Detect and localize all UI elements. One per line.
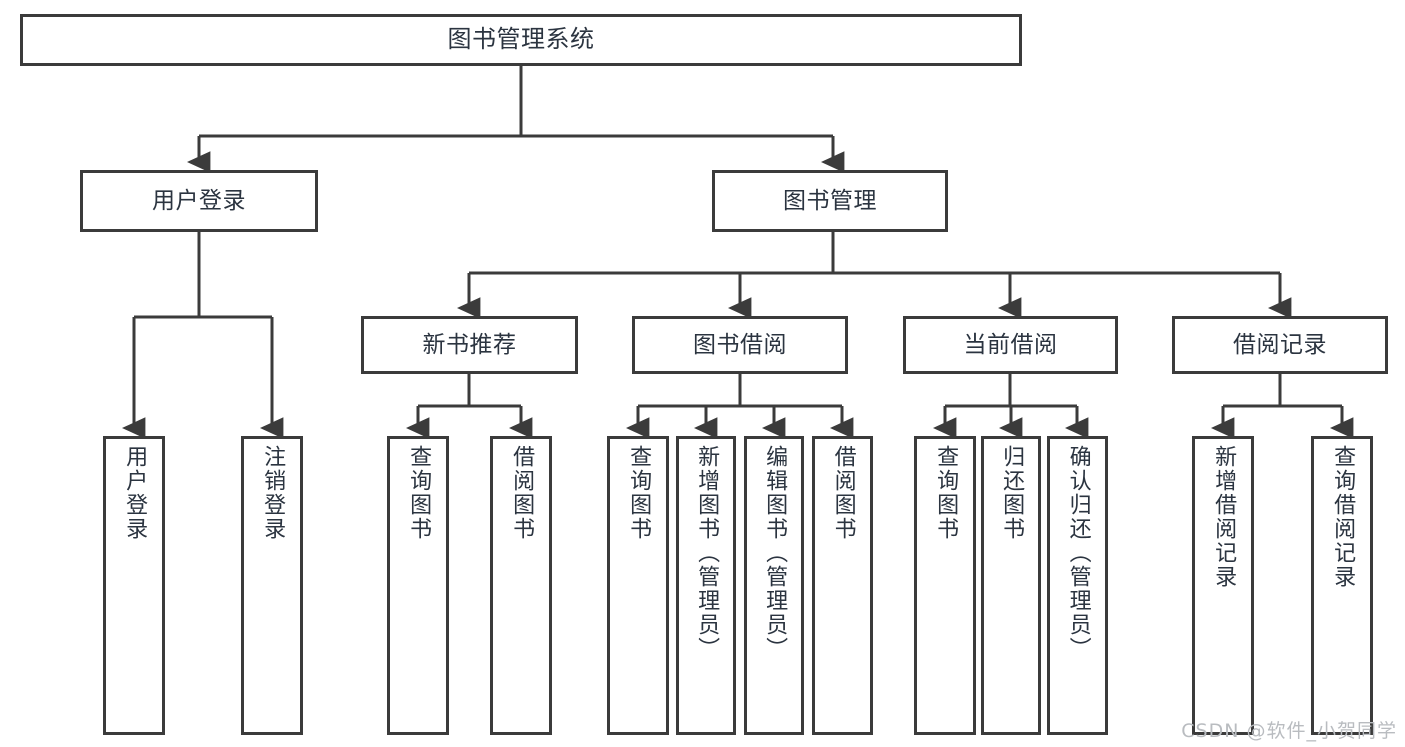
node-new-book-recommend[interactable]: 新书推荐 bbox=[361, 316, 578, 374]
node-current-borrow[interactable]: 当前借阅 bbox=[903, 316, 1118, 374]
node-label: 图书借阅 bbox=[693, 331, 787, 358]
leaf-borrow-book-recommend[interactable]: 借阅图书 bbox=[490, 436, 552, 735]
node-label: 确认归还（管理员） bbox=[1065, 445, 1091, 661]
leaf-user-login[interactable]: 用户登录 bbox=[103, 436, 165, 735]
node-root-system[interactable]: 图书管理系统 bbox=[20, 14, 1022, 66]
node-label: 查询借阅记录 bbox=[1330, 445, 1356, 589]
node-label: 新书推荐 bbox=[422, 331, 517, 358]
node-book-borrow[interactable]: 图书借阅 bbox=[632, 316, 848, 374]
leaf-add-borrow-record[interactable]: 新增借阅记录 bbox=[1192, 436, 1254, 735]
node-label: 用户登录 bbox=[122, 445, 148, 541]
node-label: 图书管理 bbox=[783, 187, 877, 214]
leaf-edit-book-admin[interactable]: 编辑图书（管理员） bbox=[744, 436, 804, 735]
leaf-borrow-book[interactable]: 借阅图书 bbox=[812, 436, 873, 735]
node-label: 借阅图书 bbox=[509, 445, 535, 541]
node-label: 查询图书 bbox=[406, 445, 432, 541]
leaf-query-book-current[interactable]: 查询图书 bbox=[914, 436, 976, 735]
node-label: 查询图书 bbox=[933, 445, 959, 541]
leaf-confirm-return-admin[interactable]: 确认归还（管理员） bbox=[1047, 436, 1108, 735]
node-user-login[interactable]: 用户登录 bbox=[80, 170, 318, 232]
leaf-logout-login[interactable]: 注销登录 bbox=[241, 436, 303, 735]
node-borrow-record[interactable]: 借阅记录 bbox=[1172, 316, 1388, 374]
node-label: 借阅图书 bbox=[830, 445, 856, 541]
node-label: 编辑图书（管理员） bbox=[762, 445, 788, 661]
node-label: 新增图书（管理员） bbox=[694, 445, 720, 661]
node-book-management[interactable]: 图书管理 bbox=[712, 170, 948, 232]
leaf-add-book-admin[interactable]: 新增图书（管理员） bbox=[676, 436, 736, 735]
leaf-query-book-recommend[interactable]: 查询图书 bbox=[387, 436, 449, 735]
watermark: CSDN @软件_小贺同学 bbox=[1181, 720, 1397, 742]
leaf-query-borrow-record[interactable]: 查询借阅记录 bbox=[1311, 436, 1373, 735]
node-label: 注销登录 bbox=[260, 445, 286, 541]
node-label: 查询图书 bbox=[626, 445, 652, 541]
node-label: 图书管理系统 bbox=[447, 25, 595, 54]
node-label: 借阅记录 bbox=[1233, 331, 1327, 358]
leaf-return-book[interactable]: 归还图书 bbox=[981, 436, 1041, 735]
leaf-query-book-borrow[interactable]: 查询图书 bbox=[607, 436, 669, 735]
node-label: 新增借阅记录 bbox=[1211, 445, 1237, 589]
node-label: 归还图书 bbox=[999, 445, 1025, 541]
node-label: 用户登录 bbox=[152, 187, 246, 214]
node-label: 当前借阅 bbox=[963, 331, 1058, 358]
